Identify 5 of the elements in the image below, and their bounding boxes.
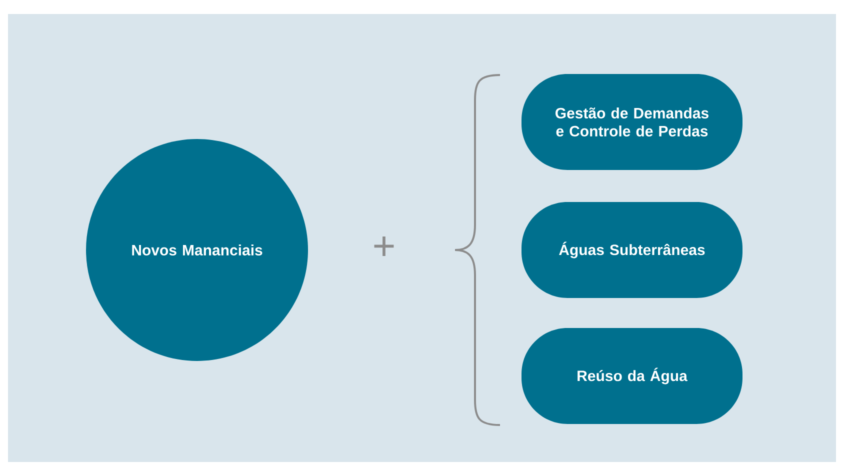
rounded-box: Águas Subterrâneas xyxy=(522,202,742,298)
rounded-box: Gestão de Demandas e Controle de Perdas xyxy=(522,74,742,170)
circle-node: Novos Mananciais xyxy=(86,139,308,361)
rounded-box: Reúso da Água xyxy=(522,328,742,424)
plus-sign: + xyxy=(374,236,394,256)
